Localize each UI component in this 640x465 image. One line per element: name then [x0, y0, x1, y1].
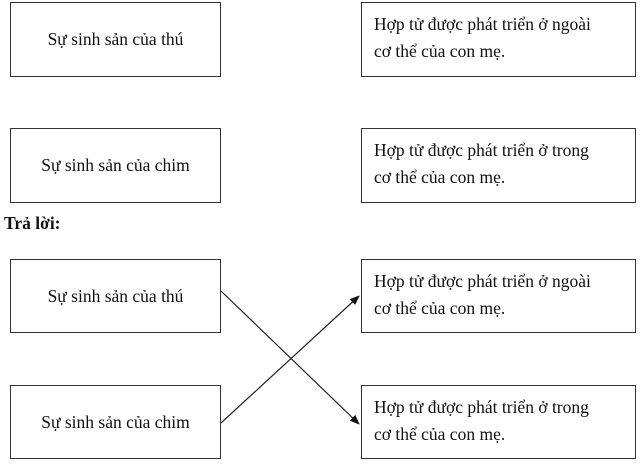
- answer-heading: Trả lời:: [4, 213, 61, 233]
- answer-right-line1-outside: Hợp tử được phát triển ở ngoài: [374, 271, 591, 291]
- answer-right-line1-inside: Hợp tử được phát triển ở trong: [374, 397, 589, 417]
- question-right-line2-inside: cơ thể của con mẹ.: [374, 167, 506, 187]
- answer-right-line2-outside: cơ thể của con mẹ.: [374, 298, 506, 318]
- question-left-label-bird: Sự sinh sản của chim: [41, 155, 190, 175]
- question-right-line1-inside: Hợp tử được phát triển ở trong: [374, 140, 589, 160]
- question-right-box-outside: Hợp tử được phát triển ở ngoài cơ thể củ…: [361, 2, 636, 77]
- answer-right-line2-inside: cơ thể của con mẹ.: [374, 424, 506, 444]
- arrow-mammal-to-inside: [220, 290, 360, 425]
- question-left-box-bird: Sự sinh sản của chim: [10, 128, 221, 203]
- question-right-box-inside: Hợp tử được phát triển ở trong cơ thể củ…: [361, 128, 636, 203]
- answer-left-label-mammal: Sự sinh sản của thú: [47, 285, 184, 306]
- question-right-line2-outside: cơ thể của con mẹ.: [374, 41, 506, 61]
- answer-left-box-mammal: Sự sinh sản của thú: [10, 259, 221, 333]
- answer-left-box-bird: Sự sinh sản của chim: [10, 385, 221, 459]
- answer-right-box-inside: Hợp tử được phát triển ở trong cơ thể củ…: [361, 385, 636, 459]
- arrow-bird-to-outside: [220, 295, 360, 424]
- answer-left-label-bird: Sự sinh sản của chim: [41, 411, 190, 432]
- answer-right-box-outside: Hợp tử được phát triển ở ngoài cơ thể củ…: [361, 259, 636, 333]
- question-left-box-mammal: Sự sinh sản của thú: [10, 2, 221, 77]
- question-right-line1-outside: Hợp tử được phát triển ở ngoài: [374, 14, 591, 34]
- question-left-label-mammal: Sự sinh sản của thú: [47, 29, 184, 49]
